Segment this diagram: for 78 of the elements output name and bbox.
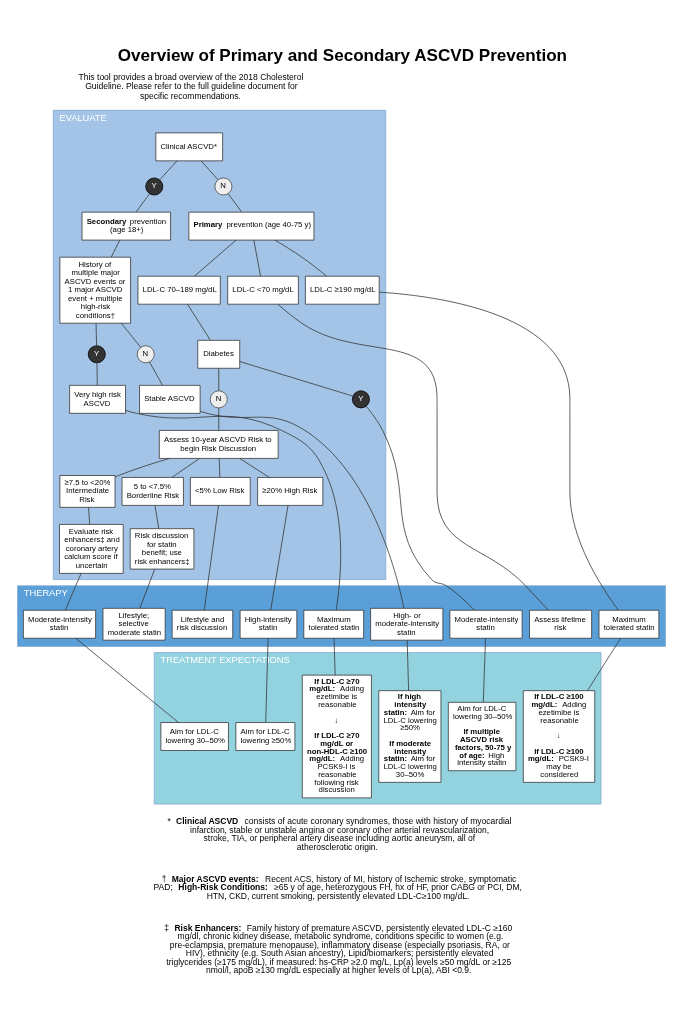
connector [88, 507, 91, 525]
connector [265, 638, 269, 723]
connector [482, 638, 486, 703]
node-box: Maximum tolerated statin [598, 609, 660, 639]
node-box: Aim for LDL-C lowering 30–50% If multiple ASCVD risk factors, 50-75 y of age: High intensity statin [447, 701, 517, 772]
connector [199, 411, 405, 609]
node-circle: N [214, 177, 233, 196]
node-circle: Y [352, 390, 370, 409]
connector [270, 505, 289, 611]
connector [333, 638, 336, 676]
node-box: Diabetes [197, 339, 241, 369]
connector [365, 405, 475, 611]
node-box: If LDL-C ≥70 mg/dL: Adding ezetimibe is reasonable ↓ If LDL-C ≥70 mg/dL or non-HDL-C ≥100 mg/dL: Adding PCSK9-I is reasonable following risk discussion [301, 674, 372, 799]
connector [227, 193, 242, 213]
node-box: High- or moderate-intensity statin [370, 607, 444, 641]
node-box: Lifestyle; selective moderate statin [102, 607, 166, 641]
connector [406, 639, 409, 692]
connector [75, 638, 179, 723]
connector [378, 291, 619, 611]
connector [239, 361, 354, 397]
node-box: Very high risk ASCVD [69, 385, 126, 414]
connector [274, 239, 327, 277]
connector [96, 362, 98, 386]
connector [200, 160, 219, 180]
node-box: ≥7.5 to <20% Intermediate Risk [59, 475, 116, 508]
label: ‡ Risk Enhancers: Family history of premature ASCVD, persistently elevated LDL-C ≥160 mg/dl, chronic kidney disease, metabolic syndrome, conditions specific to women (e.g. pre-eclampsia, premature menopause), inflammatory disease (especially psoriasis, RA, or HIV), ethnicity (e.g. South Asian ancestry), Lipid/biomarkers; persistently elevated triglycerides (≥175 mg/dL), if measured: hs-CRP ≥2.0 mg/L, Lp(a) levels ≥50 mg/dL or ≥125 nmol/l, apoB ≥130 mg/dL especially at higher levels of Lp(a), ABI <0.9. [164, 922, 513, 976]
node-box: Stable ASCVD [139, 385, 201, 414]
node-box: LDL-C 70–189 mg/dL [137, 275, 221, 305]
node-box: High-intensity statin [239, 609, 298, 639]
node-box: If high intensity statin: Aim for LDL-C lowering ≥50% If moderate intensity statin: Aim for LDL-C lowering 30–50% [378, 690, 442, 783]
connector [218, 407, 220, 431]
node-box: LDL-C ≥190 mg/dL [305, 275, 380, 305]
node-box: Aim for LDL-C lowering ≥50% [235, 722, 296, 751]
connector [218, 458, 221, 478]
node-box: History of multiple major ASCVD events or 1 major ASCVD event + multiple high-risk conditions† [59, 256, 131, 324]
node-box: Primary prevention (age 40-75 y) [188, 211, 315, 241]
diagram-title: Overview of Primary and Secondary ASCVD Prevention [117, 46, 568, 66]
connector [171, 458, 200, 478]
node-box: LDL-C <70 mg/dL [227, 275, 299, 305]
node-circle: Y [87, 345, 106, 364]
node-box: Clinical ASCVD* [155, 132, 224, 162]
connector [253, 239, 261, 277]
node-box: Moderate-intensity statin [23, 609, 96, 639]
node-box: <5% Low Risk [190, 477, 251, 506]
node-box: 5 to <7.5% Borderline Risk [121, 477, 184, 506]
connector [203, 505, 219, 611]
node-box: Assess 10-year ASCVD Risk to begin Risk Discussion [158, 430, 279, 459]
connector [218, 368, 220, 392]
connector [194, 239, 237, 277]
node-box: Maximum tolerated statin [303, 609, 365, 639]
node-box: Risk discussion for statin benefit; use risk enhancers‡ [129, 528, 195, 570]
connector [149, 361, 163, 386]
connector [110, 239, 121, 258]
node-box: Assess lifetime risk [529, 609, 593, 639]
connector [239, 458, 270, 478]
label: This tool provides a broad overview of the 2018 Cholesterol Guideline. Please refer to the full guideline document for specific recommendations. [78, 71, 304, 101]
node-box: Moderate-intensity statin [449, 609, 523, 639]
node-box: Evaluate risk enhancers‡ and coronary artery calcium score if uncertain [59, 524, 124, 574]
node-box: ≥20% High Risk [257, 477, 324, 506]
connector [587, 638, 621, 691]
node-circle: N [136, 345, 155, 364]
connector [187, 303, 211, 341]
connector [159, 160, 178, 181]
label: † Major ASCVD events: Recent ACS, history of MI, history of Ischemic stroke, symptomatic PAD; High-Risk Conditions: ≥65 y of age, heterozygous FH, hx of HF, prior CABG or PCI, DM, HTN, CKD, current smoking, persistently elevated LDL-C≥100 mg/dL. [153, 873, 522, 901]
connector [121, 322, 142, 348]
node-box: Lifestyle and risk discussion [171, 609, 234, 639]
node-box: Secondary prevention (age 18+) [81, 211, 171, 241]
connector [154, 505, 160, 529]
label: *Clinical ASCVD consists of acute coronary syndromes, those with history of myocardial infarction, stable or unstable angina or coronary other arterial revascularization, stroke, TIA, or peripheral artery disease including aortic aneurysm, all of atherosclerotic origin. [167, 816, 512, 852]
connector [114, 458, 170, 478]
connector [95, 322, 97, 347]
node-circle: Y [145, 177, 164, 196]
connector [125, 410, 342, 611]
node-circle: N [209, 390, 228, 409]
node-box: If LDL-C ≥100 mg/dL: Adding ezetimibe is reasonable ↓ If LDL-C ≥100 mg/dL: PCSK9-I may be considered [522, 690, 596, 783]
connector [135, 193, 150, 213]
connector [277, 303, 549, 611]
node-box: Aim for LDL-C lowering 30–50% [160, 722, 229, 751]
